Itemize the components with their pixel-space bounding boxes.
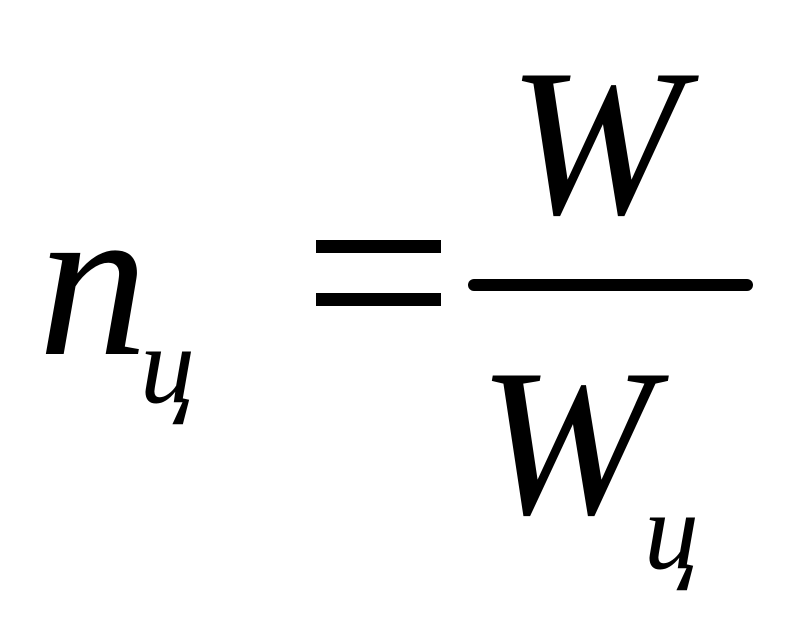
lhs-subscript: ц: [140, 304, 195, 426]
equals-sign: [316, 240, 441, 306]
denominator-subscript: ц: [644, 470, 699, 592]
fraction-bar: [468, 279, 753, 291]
equals-bar-top: [316, 240, 441, 253]
lhs-variable: n: [38, 158, 148, 402]
fraction-denominator: W: [478, 327, 653, 559]
equals-bar-bottom: [316, 293, 441, 306]
fraction-numerator: W: [508, 27, 683, 259]
